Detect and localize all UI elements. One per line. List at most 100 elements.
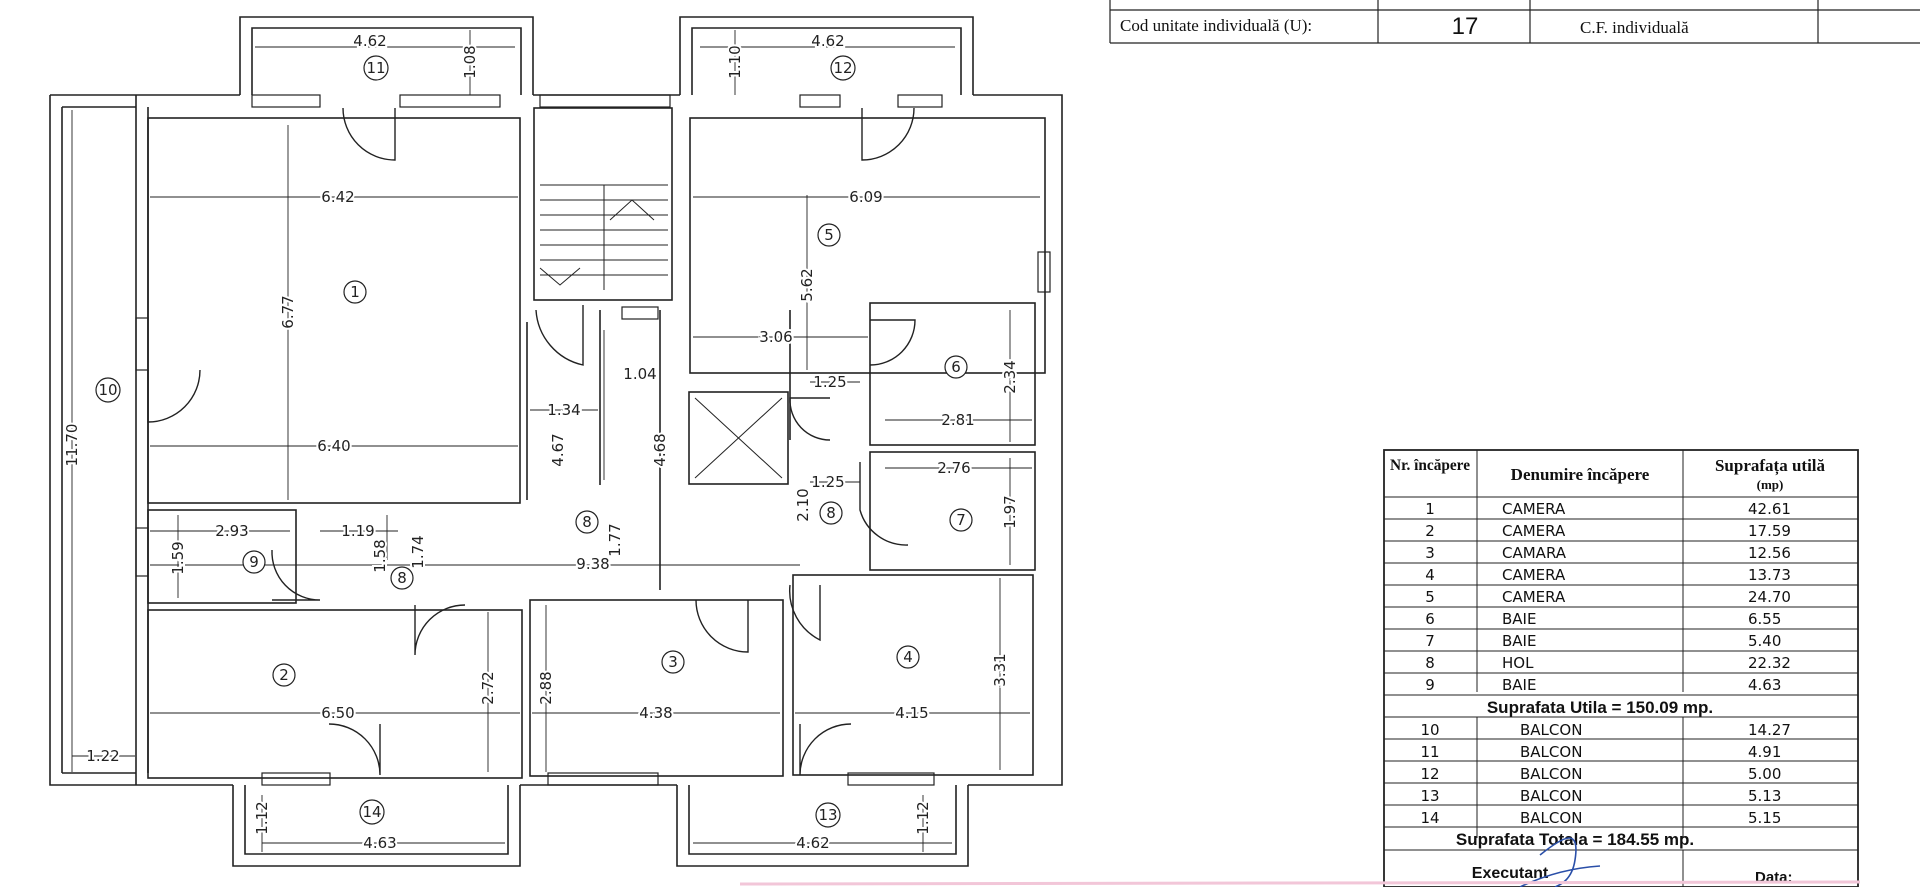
table-cell-nr: 7 xyxy=(1425,632,1435,650)
room-marker-12 xyxy=(830,55,856,81)
room-marker-label: 7 xyxy=(956,511,966,529)
table-cell-name: BALCON xyxy=(1520,809,1582,827)
room-rows: 1 CAMERA 42.61 2 CAMERA 17.59 3 CAMARA 1… xyxy=(1425,500,1791,694)
table-cell-name: HOL xyxy=(1502,654,1534,672)
table-cell-name: CAMERA xyxy=(1502,522,1566,540)
room-marker-5 xyxy=(817,223,841,247)
room-marker-9 xyxy=(242,550,266,574)
dimension-label: 4.68 xyxy=(651,433,669,466)
dimension-label: 2.81 xyxy=(941,411,974,429)
dimension-label: 1.58 xyxy=(371,539,389,572)
dimension-label: 4.62 xyxy=(353,32,386,50)
table-cell-name: CAMERA xyxy=(1502,588,1566,606)
dimension-label: 4.38 xyxy=(639,704,672,722)
table-cell-nr: 9 xyxy=(1425,676,1435,694)
room-marker-6 xyxy=(944,355,968,379)
table-cell-name: BALCON xyxy=(1520,721,1582,739)
room-marker-2 xyxy=(272,663,296,687)
room-marker-label: 12 xyxy=(833,59,852,77)
dimension-label: 6.09 xyxy=(849,188,882,206)
dimension-label: 1.08 xyxy=(461,45,479,78)
table-cell-name: BALCON xyxy=(1520,743,1582,761)
header-value: 17 xyxy=(1452,13,1479,40)
balcony-rows: 10 BALCON 14.27 11 BALCON 4.91 12 BALCON… xyxy=(1420,721,1791,827)
doors xyxy=(147,107,916,776)
windows xyxy=(135,94,1051,786)
room-marker-label: 9 xyxy=(249,553,259,571)
dimension-label: 1.12 xyxy=(914,801,932,834)
table-cell-name: CAMERA xyxy=(1502,566,1566,584)
room-marker-label: 4 xyxy=(903,648,913,666)
dimension-label: 6.77 xyxy=(279,295,297,328)
room-marker-10 xyxy=(95,377,121,403)
room-marker-1 xyxy=(343,280,367,304)
table-cell-nr: 3 xyxy=(1425,544,1435,562)
room-marker-label: 14 xyxy=(362,803,381,821)
room-marker-labels: 1 2 3 4 5 6 7 8 8 8 9 10 11 12 13 14 xyxy=(98,59,965,824)
table-cell-nr: 5 xyxy=(1425,588,1435,606)
table-cell-nr: 1 xyxy=(1425,500,1435,518)
dimension-label: 1.22 xyxy=(86,747,119,765)
table-cell-name: CAMERA xyxy=(1502,500,1566,518)
dimension-label: 3.31 xyxy=(991,653,1009,686)
room-marker-label: 8 xyxy=(582,513,592,531)
room-marker-11 xyxy=(363,55,389,81)
table-cell-area: 5.13 xyxy=(1748,787,1781,805)
dimension-label: 6.42 xyxy=(321,188,354,206)
room-marker-label: 5 xyxy=(824,226,834,244)
dimension-label: 4.62 xyxy=(796,834,829,852)
table-cell-nr: 4 xyxy=(1425,566,1435,584)
room-marker-8b xyxy=(819,501,843,525)
dimension-labels: 4.62 1.08 1.10 4.62 6.42 6.09 6.77 5.62 … xyxy=(61,30,1021,854)
footer-executant: Executant xyxy=(1472,865,1549,882)
room-markers xyxy=(95,55,973,828)
dimension-label: 2.76 xyxy=(937,459,970,477)
dimension-label: 2.10 xyxy=(794,488,812,521)
table-cell-area: 24.70 xyxy=(1748,588,1791,606)
room-marker-3 xyxy=(661,650,685,674)
table-cell-name: CAMARA xyxy=(1502,544,1567,562)
table-cell-name: BAIE xyxy=(1502,676,1536,694)
total-row: Suprafata Totala = 184.55 mp. xyxy=(1456,830,1694,849)
room-marker-14 xyxy=(359,799,385,825)
table-header-name: Denumire încăpere xyxy=(1511,465,1650,484)
table-cell-name: BAIE xyxy=(1502,632,1536,650)
table-cell-nr: 14 xyxy=(1420,809,1439,827)
room-table-grid xyxy=(1383,449,1859,887)
header-cf-label: C.F. individuală xyxy=(1580,18,1689,37)
room-marker-label: 3 xyxy=(668,653,678,671)
dimension-label: 1.04 xyxy=(623,365,656,383)
dimension-label: 6.40 xyxy=(317,437,350,455)
room-marker-7 xyxy=(949,508,973,532)
table-cell-area: 42.61 xyxy=(1748,500,1791,518)
table-cell-nr: 11 xyxy=(1420,743,1439,761)
stairs xyxy=(539,184,668,290)
dimension-label: 5.62 xyxy=(798,268,816,301)
table-cell-nr: 2 xyxy=(1425,522,1435,540)
room-marker-label: 8 xyxy=(826,504,836,522)
table-cell-area: 4.91 xyxy=(1748,743,1781,761)
table-cell-area: 13.73 xyxy=(1748,566,1791,584)
dimension-label: 4.63 xyxy=(363,834,396,852)
dimension-label: 6.50 xyxy=(321,704,354,722)
table-header-area: Suprafața utilă xyxy=(1715,456,1826,476)
dimension-label: 4.67 xyxy=(549,433,567,466)
table-header-nr: Nr. încăpere xyxy=(1390,457,1470,474)
subtotal-row: Suprafata Utila = 150.09 mp. xyxy=(1487,698,1713,717)
room-marker-label: 13 xyxy=(818,806,837,824)
table-cell-name: BALCON xyxy=(1520,787,1582,805)
dimension-label: 1.97 xyxy=(1001,495,1019,528)
dimension-label: 1.59 xyxy=(169,541,187,574)
room-marker-8c xyxy=(390,566,414,590)
dimension-label: 4.15 xyxy=(895,704,928,722)
room-marker-label: 1 xyxy=(350,283,360,301)
table-cell-area: 22.32 xyxy=(1748,654,1791,672)
dimension-label: 1.25 xyxy=(813,373,846,391)
dimension-label: 1.34 xyxy=(547,401,580,419)
dimension-label: 2.93 xyxy=(215,522,248,540)
dimension-label: 2.72 xyxy=(479,671,497,704)
table-cell-nr: 6 xyxy=(1425,610,1435,628)
dimension-label: 9.38 xyxy=(576,555,609,573)
dimension-label: 1.10 xyxy=(726,45,744,78)
